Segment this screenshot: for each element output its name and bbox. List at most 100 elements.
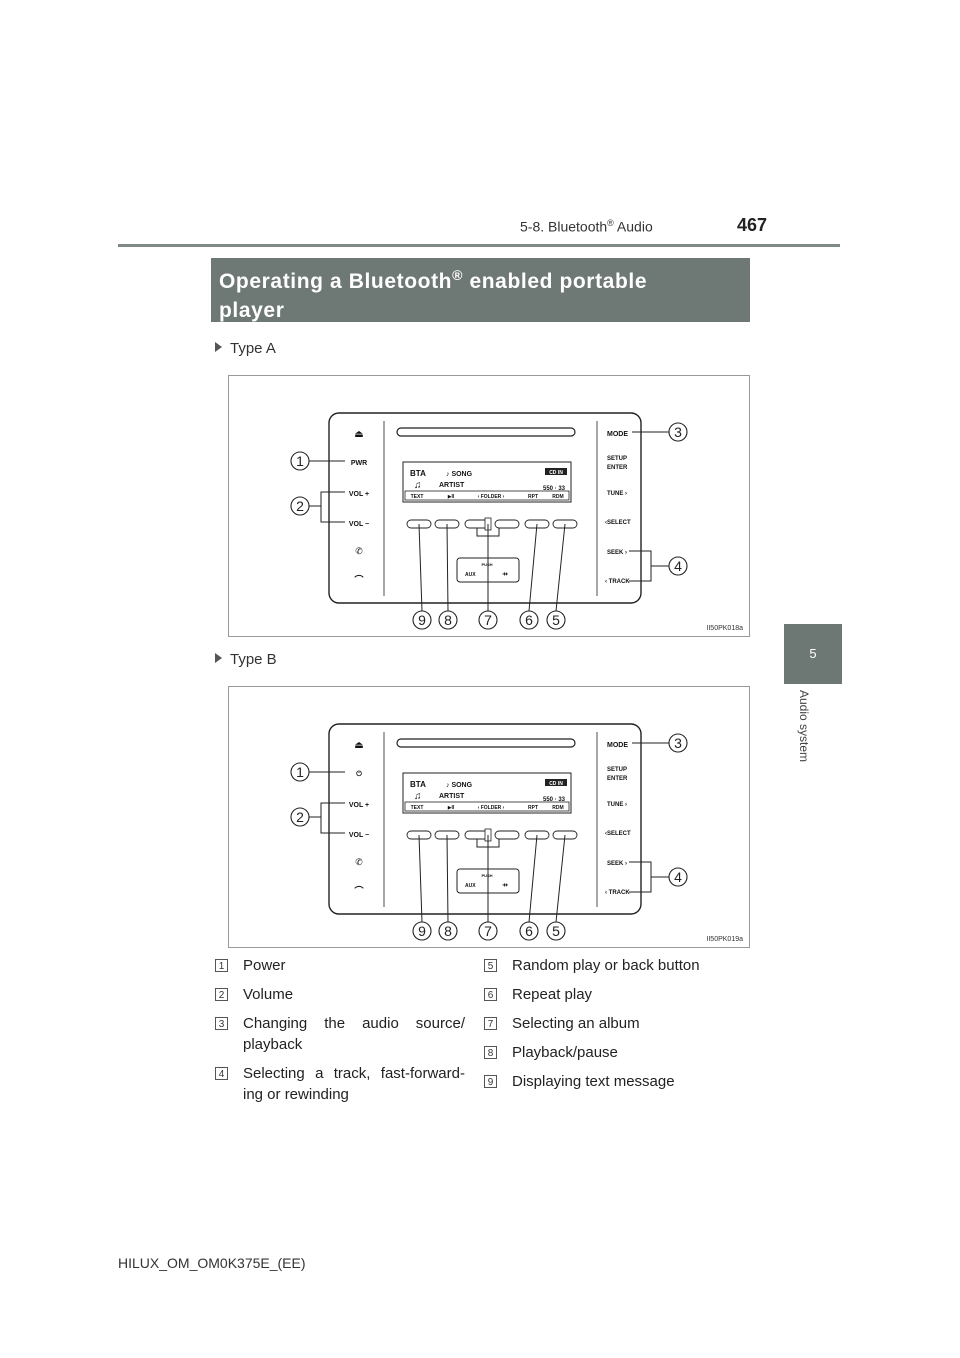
cd-slot <box>396 738 576 748</box>
soft-key-label: TEXT <box>411 494 424 500</box>
callout-number: 5 <box>552 923 560 939</box>
volume-down-button: VOL − <box>349 521 369 528</box>
enter-button: ENTER <box>607 776 628 782</box>
display-cd-in: CD IN <box>549 781 563 787</box>
leader-line <box>528 523 538 612</box>
setup-button: SETUP <box>607 767 627 773</box>
leader-line <box>555 523 566 612</box>
display-source: BTA <box>410 780 426 789</box>
cd-slot <box>396 427 576 437</box>
panel-outline <box>328 412 642 604</box>
leader-line <box>446 834 449 923</box>
power-button: ⏻ <box>356 770 362 778</box>
callout-number: 4 <box>674 869 682 885</box>
figure-type-b: ⏏ ⏻ VOL + VOL − ✆ ⌒ MODE SETUP ENTER TUNE › ‹SELEC… <box>228 686 750 948</box>
push-label: PUSH <box>481 873 492 878</box>
eject-button: ⏏ <box>354 429 363 440</box>
page-title: Operating a Bluetooth® enabled portable … <box>211 258 750 322</box>
bracket <box>647 861 652 893</box>
usb-icon: ⇸ <box>502 571 508 578</box>
header-rule <box>118 244 840 247</box>
volume-up-button: VOL + <box>349 491 369 498</box>
bracket <box>320 491 325 523</box>
panel-outline <box>328 723 642 915</box>
callout-number: 1 <box>296 453 304 469</box>
soft-key-label: RDM <box>552 805 563 811</box>
track-button: ‹ TRACK <box>605 890 630 896</box>
music-icon: ♫ <box>414 480 422 491</box>
tune-button: TUNE › <box>607 802 627 808</box>
leader-line <box>418 523 423 612</box>
mode-button: MODE <box>607 742 628 749</box>
soft-key-label: ▶II <box>448 494 455 500</box>
figure-code: II50PK019a <box>706 936 743 943</box>
music-icon: ♫ <box>414 791 422 802</box>
display-cd-in: CD IN <box>549 470 563 476</box>
leader-line <box>555 834 566 923</box>
chapter-tab: 5 <box>784 624 842 684</box>
seek-button: SEEK › <box>607 861 627 867</box>
cd-in-badge <box>545 468 567 475</box>
aux-label: AUX <box>465 572 476 578</box>
callout-number: 6 <box>525 923 533 939</box>
callout-number: 8 <box>444 923 452 939</box>
callout-number: 7 <box>484 923 492 939</box>
callout-number: 8 <box>444 612 452 628</box>
track-button: ‹ TRACK <box>605 579 630 585</box>
callout-number: 3 <box>674 424 682 440</box>
soft-key-label: RPT <box>528 805 538 811</box>
soft-button <box>494 519 520 529</box>
callout-number: 2 <box>296 809 304 825</box>
bracket <box>320 802 325 834</box>
display-artist: ARTIST <box>439 793 465 800</box>
hangup-icon: ⌒ <box>353 574 364 585</box>
bracket <box>647 550 652 582</box>
phone-icon: ✆ <box>355 857 363 867</box>
bracket <box>476 528 500 537</box>
soft-key-strip <box>404 490 570 501</box>
cd-in-badge <box>545 779 567 786</box>
bracket <box>476 839 500 848</box>
setup-button: SETUP <box>607 456 627 462</box>
mode-button: MODE <box>607 431 628 438</box>
callout-number: 9 <box>418 612 426 628</box>
type-a-label: Type A <box>215 340 276 357</box>
enter-button: ENTER <box>607 465 628 471</box>
hangup-icon: ⌒ <box>353 885 364 896</box>
soft-key-label: ‹ FOLDER › <box>478 805 505 811</box>
soft-key-label: TEXT <box>411 805 424 811</box>
push-label: PUSH <box>481 562 492 567</box>
display-source: BTA <box>410 469 426 478</box>
document-code: HILUX_OM_OM0K375E_(EE) <box>118 1255 306 1271</box>
display-song: ♪ SONG <box>446 782 473 789</box>
eject-button: ⏏ <box>354 740 363 751</box>
usb-icon: ⇸ <box>502 882 508 889</box>
leader-line <box>528 834 538 923</box>
soft-key-label: ▶II <box>448 805 455 811</box>
select-button: ‹SELECT <box>605 520 631 526</box>
soft-key-label: RPT <box>528 494 538 500</box>
page-number: 467 <box>737 215 768 235</box>
leader-line <box>418 834 423 923</box>
display-song: ♪ SONG <box>446 471 473 478</box>
callout-number: 7 <box>484 612 492 628</box>
chapter-label: Audio system <box>797 690 811 763</box>
phone-icon: ✆ <box>355 546 363 556</box>
volume-up-button: VOL + <box>349 802 369 809</box>
aux-label: AUX <box>465 883 476 889</box>
soft-key-label: ‹ FOLDER › <box>478 494 505 500</box>
volume-down-button: VOL − <box>349 832 369 839</box>
select-button: ‹SELECT <box>605 831 631 837</box>
tune-button: TUNE › <box>607 491 627 497</box>
